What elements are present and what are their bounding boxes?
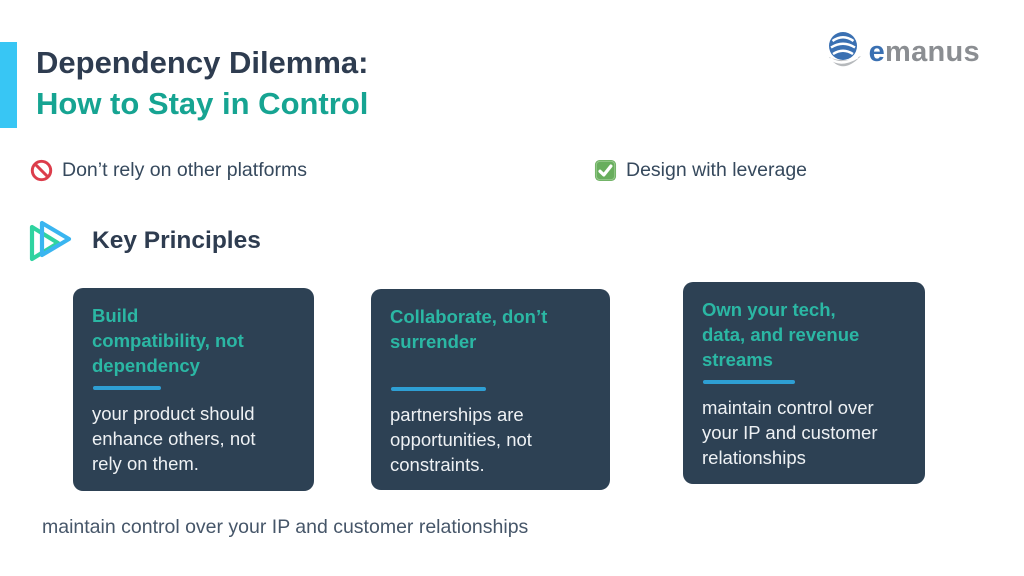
page-title-line1: Dependency Dilemma: xyxy=(36,45,369,80)
card-body: maintain control over your IP and custom… xyxy=(702,396,878,468)
callout-design-leverage-label: Design with leverage xyxy=(626,159,808,181)
brand-name-accent-letter: e xyxy=(868,35,886,68)
emanus-logo-icon xyxy=(828,32,861,67)
card-title: Collaborate, don’t surrender xyxy=(390,306,548,352)
callout-design-leverage: Design with leverage xyxy=(594,159,807,182)
no-entry-icon xyxy=(30,159,53,182)
card-title: Build compatibility, not dependency xyxy=(92,305,244,376)
key-principles-title: Key Principles xyxy=(92,226,261,254)
card-body: your product should enhance others, not … xyxy=(92,402,256,474)
footer-caption: maintain control over your IP and custom… xyxy=(42,516,529,538)
title-accent-bar xyxy=(0,42,17,128)
checkbox-checked-icon xyxy=(594,159,617,182)
brand-name-rest: manus xyxy=(885,35,980,68)
fast-forward-icon xyxy=(29,220,72,262)
card-divider xyxy=(93,386,161,390)
card-body: partnerships are opportunities, not cons… xyxy=(390,403,532,475)
principle-card-collaborate: Collaborate, don’t surrender partnership… xyxy=(371,289,610,490)
callout-dont-rely-label: Don’t rely on other platforms xyxy=(62,159,307,181)
page-title-line2: How to Stay in Control xyxy=(36,86,369,121)
brand-name: emanus xyxy=(869,36,980,69)
title-block: Dependency Dilemma: How to Stay in Contr… xyxy=(36,42,369,124)
card-title: Own your tech, data, and revenue streams xyxy=(702,299,860,370)
card-divider xyxy=(703,380,795,384)
callout-dont-rely: Don’t rely on other platforms xyxy=(30,159,307,182)
principle-card-own-your-tech: Own your tech, data, and revenue streams… xyxy=(683,282,925,484)
principle-card-build-compatibility: Build compatibility, not dependency your… xyxy=(73,288,314,491)
key-principles-heading: Key Principles xyxy=(27,218,261,263)
brand-logo: emanus xyxy=(825,30,980,74)
card-divider xyxy=(391,387,486,391)
